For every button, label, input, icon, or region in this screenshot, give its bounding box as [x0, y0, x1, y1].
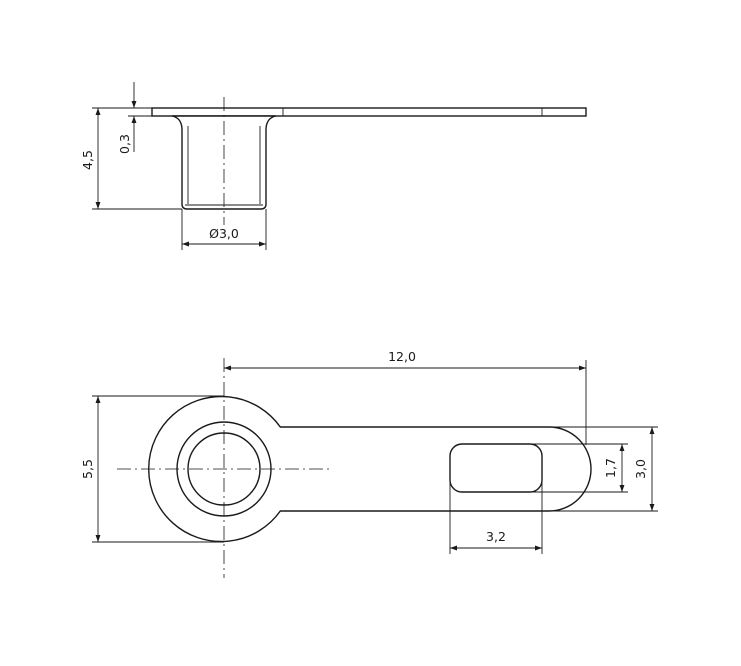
top-dim-slot-length-label: 3,2	[486, 529, 506, 544]
top-dim-width-label: 5,5	[80, 459, 95, 479]
top-outline	[148, 395, 592, 543]
side-dim-diameter-label: Ø3,0	[209, 226, 239, 241]
side-dim-height-label: 4,5	[80, 150, 95, 170]
top-dim-slot-width-label: 1,7	[603, 458, 618, 478]
side-collar	[171, 115, 277, 210]
top-slot	[449, 443, 543, 493]
side-flange-plate	[151, 107, 587, 117]
side-view: 4,5 0,3 Ø3,0	[80, 82, 587, 250]
top-view: 12,0 5,5 1,7 3,0 3,2	[80, 349, 658, 578]
top-dim-length-label: 12,0	[388, 349, 416, 364]
side-dim-thickness-label: 0,3	[117, 134, 132, 154]
top-dim-tail-width-label: 3,0	[633, 459, 648, 479]
